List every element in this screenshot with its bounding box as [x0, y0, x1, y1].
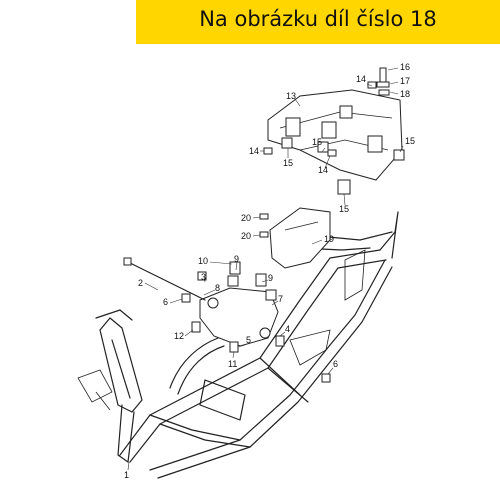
callout-15-left: 15 [283, 158, 293, 168]
callout-17: 17 [400, 76, 410, 86]
callout-6-left: 6 [163, 297, 168, 307]
callout-9-left: 9 [234, 254, 239, 264]
middle-bracket [269, 207, 331, 269]
callout-14-top: 14 [356, 74, 366, 84]
callout-14-left: 14 [249, 146, 259, 156]
callout-9-right: 9 [268, 273, 273, 283]
callout-2: 2 [138, 278, 143, 288]
engine-mount-link [199, 287, 279, 347]
long-bolt [123, 257, 206, 301]
callout-16: 16 [400, 62, 410, 72]
main-frame [77, 211, 399, 479]
callout-20-bottom: 20 [241, 231, 251, 241]
callout-20-top: 20 [241, 213, 251, 223]
callout-5: 5 [246, 335, 251, 345]
callout-12: 12 [174, 331, 184, 341]
callout-19: 19 [324, 234, 334, 244]
callout-15-mid: 15 [312, 137, 322, 147]
callout-13: 13 [286, 91, 296, 101]
callout-11: 11 [228, 359, 237, 369]
callout-7: 7 [278, 294, 283, 304]
leader-lines [127, 67, 404, 471]
part-number-banner: Na obrázku díl číslo 18 [136, 0, 500, 44]
callout-15-right: 15 [405, 136, 415, 146]
callout-1: 1 [124, 470, 129, 480]
callout-4: 4 [285, 324, 290, 334]
callout-8: 8 [215, 283, 220, 293]
callout-18: 18 [400, 89, 410, 99]
callout-14-mid: 14 [318, 165, 328, 175]
banner-text: Na obrázku díl číslo 18 [199, 7, 437, 31]
callout-3: 3 [201, 272, 206, 282]
callout-15-low: 15 [339, 204, 349, 214]
callout-6-right: 6 [333, 359, 338, 369]
small-parts [181, 67, 405, 383]
callout-10: 10 [198, 256, 208, 266]
callout-labels: 1 2 3 4 5 6 6 7 8 9 9 10 11 12 13 14 14 … [124, 62, 415, 480]
